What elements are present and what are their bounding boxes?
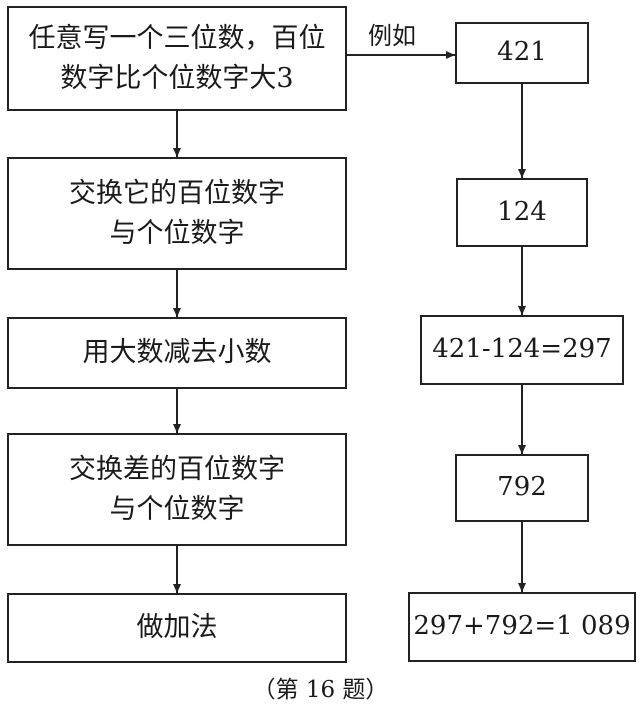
left-step-1-line-1: 任意写一个三位数，百位 [28, 23, 326, 55]
left-step-1: 任意写一个三位数，百位 数字比个位数字大3 [7, 6, 347, 111]
figure-caption: （第 16 题） [252, 677, 389, 703]
right-step-3: 421-124=297 [420, 315, 624, 385]
left-step-2-line-2: 与个位数字 [109, 217, 245, 249]
right-step-4-text: 792 [497, 472, 547, 503]
left-step-5-line-1: 做加法 [136, 612, 218, 644]
left-step-2-line-1: 交换它的百位数字 [69, 178, 285, 210]
left-step-3-line-1: 用大数减去小数 [82, 337, 272, 369]
left-step-4-line-2: 与个位数字 [109, 493, 245, 525]
right-step-2: 124 [456, 178, 588, 247]
right-step-3-text: 421-124=297 [432, 334, 612, 365]
right-step-1: 421 [455, 22, 589, 84]
right-step-5: 297+792=1 089 [408, 592, 636, 662]
example-label: 例如 [368, 22, 416, 50]
left-step-2: 交换它的百位数字 与个位数字 [7, 157, 347, 270]
left-step-5: 做加法 [7, 593, 347, 663]
right-step-2-text: 124 [497, 196, 547, 227]
left-step-3: 用大数减去小数 [7, 317, 347, 389]
right-step-1-text: 421 [497, 37, 547, 68]
right-step-5-text: 297+792=1 089 [413, 611, 631, 642]
right-step-4: 792 [455, 454, 589, 522]
left-step-4: 交换差的百位数字 与个位数字 [7, 433, 347, 546]
left-step-4-line-1: 交换差的百位数字 [69, 454, 285, 486]
left-step-1-line-2: 数字比个位数字大3 [60, 62, 294, 94]
